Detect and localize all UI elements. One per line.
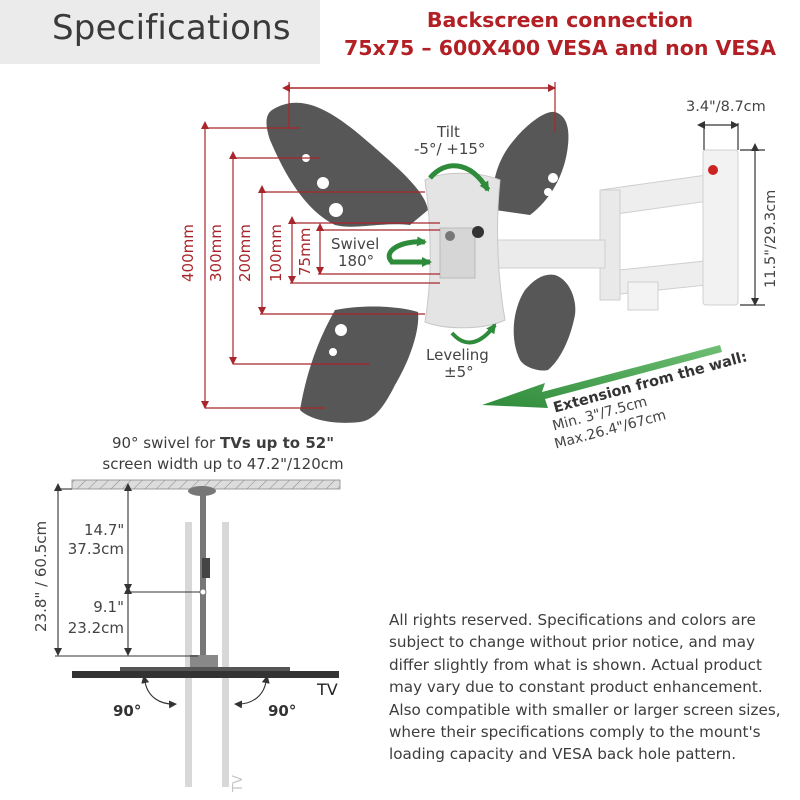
tv-panel	[72, 671, 339, 678]
vesa-arm-top-left	[266, 102, 428, 227]
dim-300mm: 300mm	[207, 224, 225, 282]
wall-plate-dimensions	[697, 121, 765, 306]
tilt-label: Tilt	[437, 123, 460, 141]
tilt-arrow-icon	[428, 163, 491, 192]
disclaimer-text: All rights reserved. Specifications and …	[389, 611, 781, 764]
swivel-caption: 90° swivel for TVs up to 52" screen widt…	[68, 433, 378, 475]
dim-100mm: 100mm	[267, 224, 285, 282]
screen-width-caption: screen width up to 47.2"/120cm	[102, 455, 344, 473]
swivel-label: Swivel	[331, 235, 380, 253]
swivel-angle-right: 90°	[268, 702, 297, 720]
tilt-value: -5°/ +15°	[414, 140, 486, 158]
tv-bracket	[424, 172, 506, 329]
swivel-angle-left: 90°	[113, 702, 142, 720]
wall-plate-height: 11.5"/29.3cm	[763, 189, 779, 288]
wall-plate-width: 3.4"/8.7cm	[686, 99, 766, 115]
top-view-diagram	[54, 479, 341, 787]
lower-depth-in: 9.1"	[93, 598, 124, 616]
vesa-arm-top-right	[493, 111, 569, 215]
dim-200mm: 200mm	[236, 224, 254, 282]
vesa-height-dimensions	[201, 121, 440, 409]
upper-depth-cm: 37.3cm	[67, 540, 124, 558]
page-title: Specifications	[52, 8, 291, 48]
indicator-dot	[708, 165, 718, 175]
total-depth-label: 23.8" / 60.5cm	[32, 520, 50, 632]
swivel-value: 180°	[338, 252, 375, 270]
leveling-label: Leveling	[426, 346, 489, 364]
vesa-width-dimension	[282, 82, 556, 132]
dim-75mm: 75mm	[296, 227, 314, 276]
leveling-value: ±5°	[444, 363, 474, 381]
tv-label: TV	[317, 680, 338, 699]
upper-depth-in: 14.7"	[84, 521, 125, 539]
extension-arrow-icon	[482, 345, 722, 408]
swivel-caption-bold: TVs up to 52"	[220, 434, 335, 452]
dim-400mm: 400mm	[179, 224, 197, 282]
swivel-arrow-icon	[386, 236, 432, 267]
wall-plate	[702, 149, 739, 306]
backscreen-heading: Backscreen connection	[426, 8, 694, 32]
swivel-caption-prefix: 90° swivel for	[111, 434, 220, 452]
vesa-arm-bottom-left	[300, 306, 419, 423]
vesa-arm-bottom-right	[513, 274, 576, 371]
lower-depth-cm: 23.2cm	[67, 619, 124, 637]
backscreen-vesa-range: 75x75 – 600X400 VESA and non VESA	[343, 36, 777, 60]
title-banner	[0, 0, 320, 64]
tv-label-rotated: TV	[231, 775, 246, 792]
leveling-arrow-icon	[450, 323, 497, 345]
